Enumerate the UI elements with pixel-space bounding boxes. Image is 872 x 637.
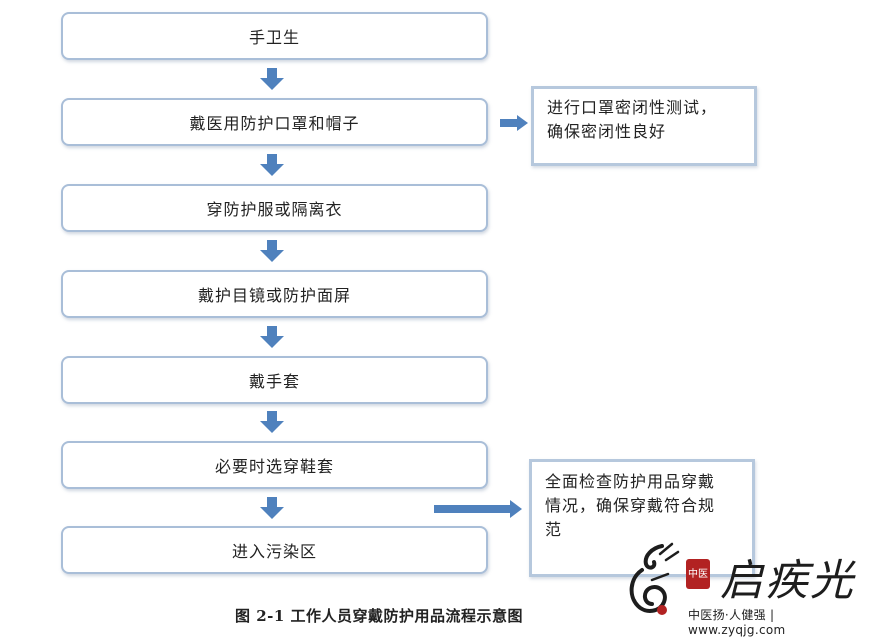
note-line: 情况，确保穿戴符合规	[545, 496, 716, 515]
arrow-right-icon	[500, 115, 528, 131]
step-hand-hygiene: 手卫生	[61, 12, 488, 60]
arrow-down-icon	[260, 326, 284, 348]
note-line: 进行口罩密闭性测试，	[547, 98, 718, 117]
logo-icon	[629, 542, 680, 615]
step-goggles: 戴护目镜或防护面屏	[61, 270, 488, 318]
figure-caption: 图 2-1 工作人员穿戴防护用品流程示意图	[235, 607, 524, 625]
step-mask-cap: 戴医用防护口罩和帽子	[61, 98, 488, 146]
note-line: 确保密闭性良好	[547, 122, 667, 141]
note-mask-seal-test: 进行口罩密闭性测试， 确保密闭性良好	[531, 86, 757, 166]
step-enter-zone: 进入污染区	[61, 526, 488, 574]
step-gloves: 戴手套	[61, 356, 488, 404]
arrow-right-icon	[434, 500, 522, 518]
step-label: 戴医用防护口罩和帽子	[189, 114, 360, 133]
step-label: 戴手套	[248, 372, 300, 391]
note-final-check: 全面检查防护用品穿戴 情况，确保穿戴符合规 范	[529, 459, 755, 577]
step-gown: 穿防护服或隔离衣	[61, 184, 488, 232]
arrow-down-icon	[260, 240, 284, 262]
note-line: 全面检查防护用品穿戴	[545, 472, 716, 491]
step-label: 戴护目镜或防护面屏	[197, 286, 351, 305]
arrow-down-icon	[260, 154, 284, 176]
step-label: 手卫生	[248, 28, 300, 47]
arrow-down-icon	[260, 68, 284, 90]
step-label: 穿防护服或隔离衣	[206, 200, 343, 219]
watermark-name: 启疾光	[720, 556, 855, 606]
step-shoe-covers: 必要时选穿鞋套	[61, 441, 488, 489]
note-line: 范	[545, 520, 563, 539]
seal-text: 中医	[688, 568, 708, 580]
step-label: 进入污染区	[231, 542, 317, 561]
arrow-down-icon	[260, 497, 284, 519]
step-label: 必要时选穿鞋套	[214, 457, 334, 476]
arrow-down-icon	[260, 411, 284, 433]
watermark-seal: 中医	[686, 559, 710, 589]
watermark-slogan: 中医扬·人健强 | www.zyqjg.com	[688, 608, 786, 637]
